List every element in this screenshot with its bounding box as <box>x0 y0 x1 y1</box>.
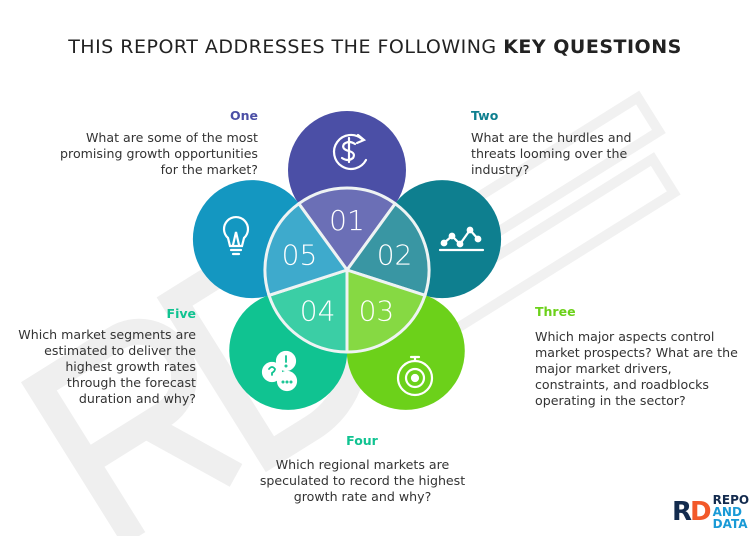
wedge-number-02: 02 <box>377 239 413 272</box>
line-chart-icon <box>438 226 485 252</box>
reports-and-data-logo: RD REPORTSAND DATA <box>672 493 750 531</box>
speech-bubbles-icon <box>261 350 298 392</box>
question-one-text: What are some of the most promising grow… <box>60 130 258 177</box>
wedge-02 <box>344 201 431 298</box>
stopwatch-gear-icon <box>396 355 434 397</box>
wedge-number-03: 03 <box>359 294 395 327</box>
wedge-number-04: 04 <box>300 294 336 327</box>
question-four-text: Which regional markets are speculated to… <box>259 457 466 504</box>
wedge-05 <box>263 201 350 298</box>
question-three-text: Which major aspects control market prosp… <box>535 329 738 408</box>
question-five-label: Five <box>166 306 196 321</box>
wedge-01 <box>296 186 398 273</box>
dollar-cycle-icon <box>332 133 368 170</box>
question-four-label: Four <box>346 433 378 448</box>
question-five-text: Which market segments are estimated to d… <box>18 327 196 406</box>
lightbulb-icon <box>222 216 250 256</box>
wedge-number-01: 01 <box>329 204 365 237</box>
question-two-label: Two <box>471 108 499 123</box>
question-three-label: Three <box>535 304 576 319</box>
question-one-label: One <box>229 108 258 123</box>
wedge-number-05: 05 <box>282 239 318 272</box>
question-two-text: What are the hurdles and threats looming… <box>471 130 632 177</box>
page-title: THIS REPORT ADDRESSES THE FOLLOWING KEY … <box>68 36 682 58</box>
wedge-03 <box>345 267 427 354</box>
